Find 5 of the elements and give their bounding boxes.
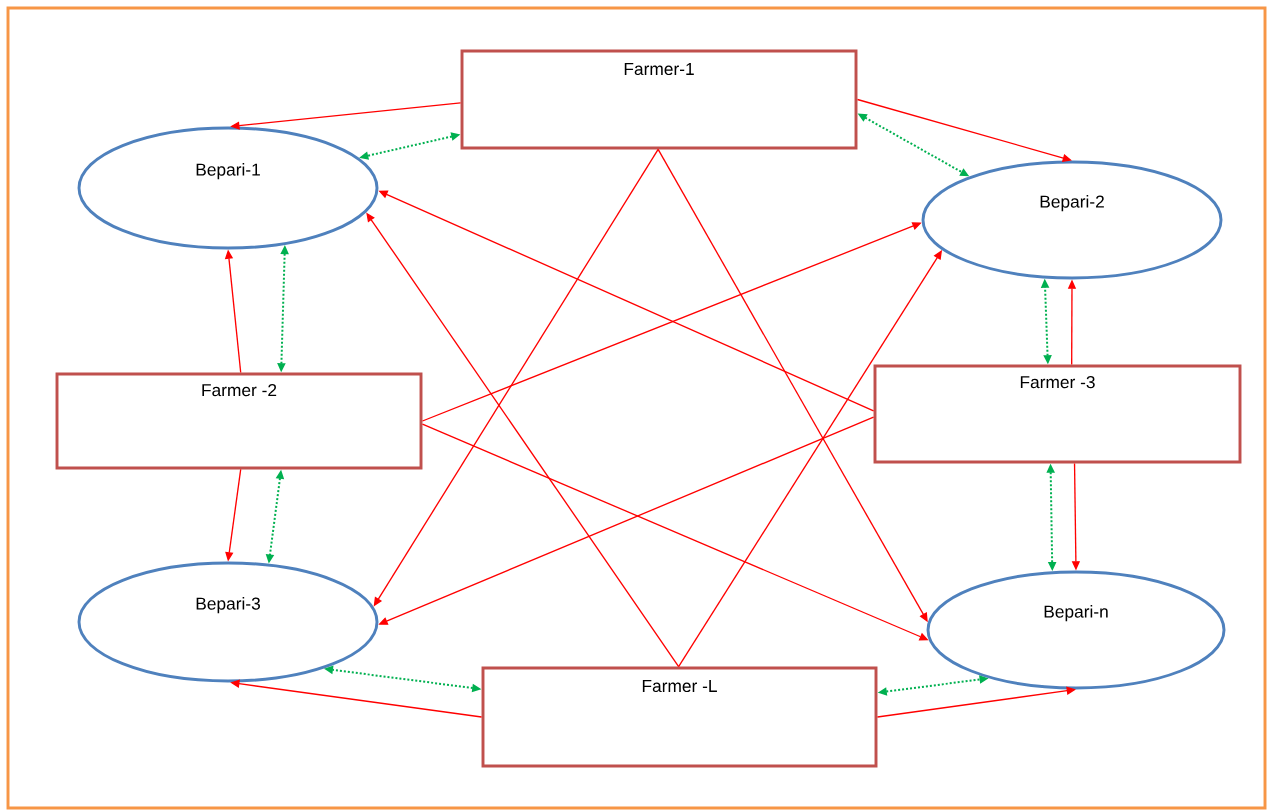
farmer-box: Farmer -L <box>481 666 878 768</box>
farmer-box: Farmer -2 <box>55 372 423 470</box>
farmer-box: Farmer-1 <box>460 49 858 150</box>
arrow <box>856 98 1072 162</box>
farmer-box: Farmer -3 <box>873 364 1242 464</box>
